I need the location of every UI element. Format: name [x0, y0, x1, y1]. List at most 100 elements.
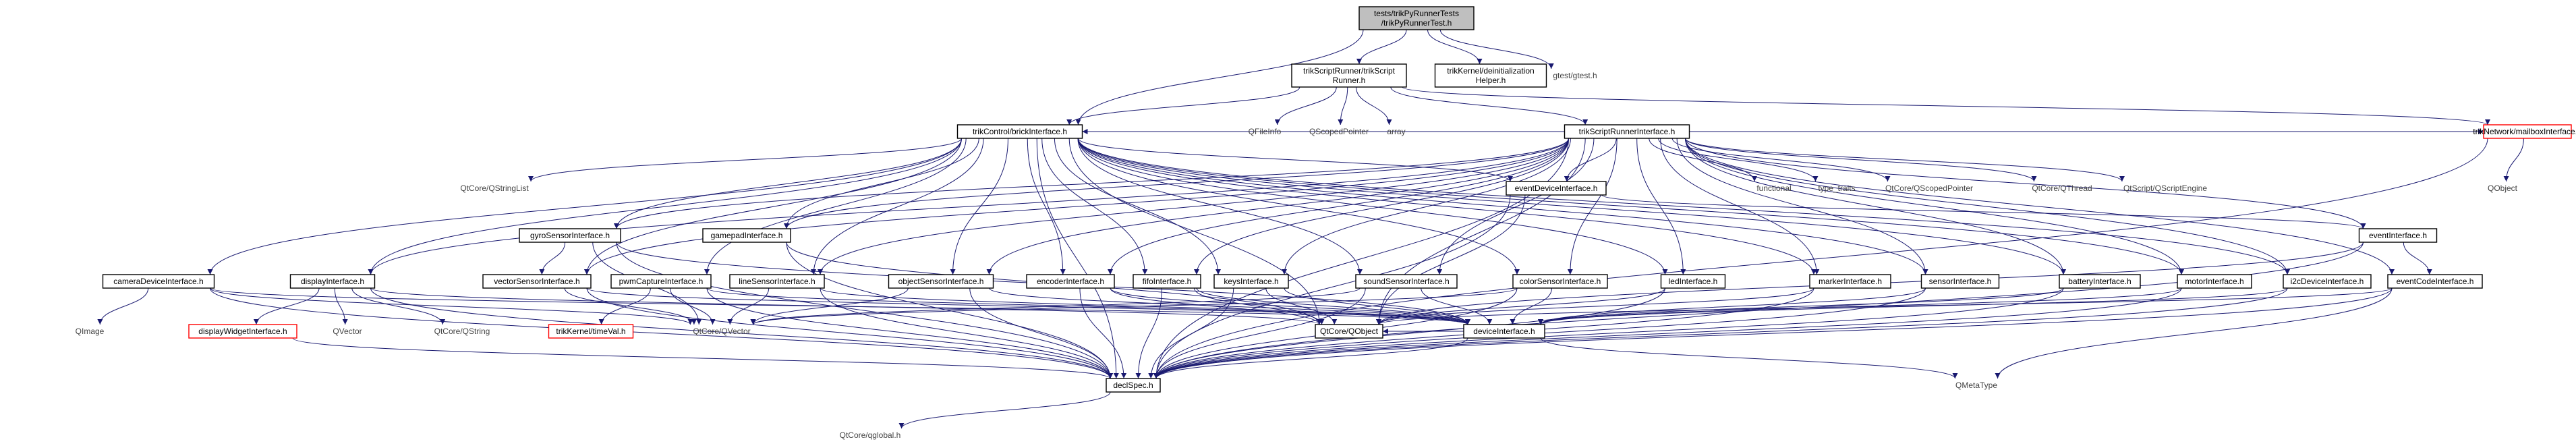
edge-vector-to-declspec [586, 287, 1113, 379]
node-camera[interactable]: cameraDeviceInterface.h [102, 274, 215, 289]
node-device[interactable]: deviceInterface.h [1463, 324, 1545, 339]
edge-brick-to-display [368, 138, 962, 275]
edge-brick-to-linesensor [811, 138, 984, 275]
edge-event-to-eventcode [2403, 242, 2432, 275]
edge-root-to-scriptrunner [1356, 29, 1407, 65]
node-qscopedptr: QScopedPointer [1309, 127, 1369, 136]
edge-scriptrunner-to-qscopedptr [1338, 86, 1348, 125]
node-encoder[interactable]: encoderInterface.h [1026, 274, 1115, 289]
node-fifo-label: fifoInterface.h [1143, 277, 1192, 286]
edge-color-to-qtqvector [750, 287, 1518, 325]
node-timeval[interactable]: trikKernel/timeVal.h [548, 324, 634, 339]
node-mailbox-box [2483, 124, 2572, 139]
edge-brick-to-color [1078, 138, 1520, 275]
edge-brick-to-objectsensor [950, 138, 1008, 275]
node-qtqscoped: QtCore/QScopedPointer [1885, 184, 1973, 193]
edge-brick-to-eventdevice [1078, 138, 1513, 182]
edge-camera-to-qtqvector [210, 287, 693, 325]
node-sound-box [1355, 274, 1458, 289]
node-linesensor[interactable]: lineSensorInterface.h [729, 274, 825, 289]
edge-runnerif-to-qtqobject [1376, 138, 1586, 325]
edge-marker-to-qtqobject [1376, 287, 1814, 325]
node-sensor[interactable]: sensorInterface.h [1920, 274, 2000, 289]
edge-display-to-qstring [351, 287, 446, 325]
node-vector[interactable]: vectorSensorInterface.h [482, 274, 592, 289]
edge-i2c-to-declspec [1153, 287, 2288, 379]
edge-pwmcapture-to-qtqvector [670, 287, 716, 325]
edge-brick-to-i2c [1078, 138, 2290, 275]
edge-pwmcapture-to-device [706, 287, 1470, 325]
node-brick[interactable]: trikControl/brickInterface.h [956, 124, 1083, 139]
edge-eventcode-to-qmetatype [1995, 287, 2393, 379]
node-mailbox[interactable]: trikNetwork/mailboxInterface.h [2473, 124, 2576, 139]
node-scriptrunner-box [1291, 63, 1407, 88]
node-pwmcapture[interactable]: pwmCaptureInterface.h [610, 274, 712, 289]
node-keys-box [1213, 274, 1289, 289]
node-qthread: QtCore/QThread [2032, 184, 2092, 193]
node-runnerif[interactable]: trikScriptRunnerInterface.h [1564, 124, 1690, 139]
node-sound[interactable]: soundSensorInterface.h [1355, 274, 1458, 289]
edge-runnerif-to-keys [1282, 138, 1571, 275]
node-qstring: QtCore/QString [434, 327, 490, 336]
node-qtqobject[interactable]: QtCore/QObject [1315, 324, 1383, 339]
edge-displaywidget-to-declspec [292, 337, 1113, 379]
edge-runnerif-to-fifo [1194, 138, 1569, 275]
edge-runnerif-to-led [1636, 138, 1686, 275]
node-qimage: QImage [76, 327, 105, 336]
node-gamepad[interactable]: gamepadInterface.h [702, 228, 791, 243]
edge-eventcode-to-declspec [1153, 287, 2393, 379]
node-color[interactable]: colorSensorInterface.h [1512, 274, 1608, 289]
edge-brick-to-gyro [614, 138, 962, 229]
node-motor[interactable]: motorInterface.h [2177, 274, 2252, 289]
node-eventcode-box [2387, 274, 2483, 289]
node-root-label: tests/trikPyRunnerTests [1374, 9, 1459, 18]
node-eventcode[interactable]: eventCodeInterface.h [2387, 274, 2483, 289]
node-declspec-box [1106, 378, 1161, 393]
node-event[interactable]: eventInterface.h [2358, 228, 2438, 243]
node-declspec[interactable]: declSpec.h [1106, 378, 1161, 393]
edge-brick-to-pwmcapture [704, 138, 967, 275]
node-displaywidget[interactable]: displayWidgetInterface.h [188, 324, 297, 339]
edge-brick-to-led [1078, 138, 1668, 275]
node-gyro[interactable]: gyroSensorInterface.h [519, 228, 621, 243]
edge-sound-to-qtqvector [750, 287, 1361, 325]
node-qscriptengine-label: QtScript/QScriptEngine [2123, 184, 2207, 193]
node-led[interactable]: ledInterface.h [1660, 274, 1726, 289]
edge-brick-to-fifo [1041, 138, 1148, 275]
edge-brick-to-sensor [1078, 138, 1928, 275]
edge-brick-to-camera [207, 138, 962, 275]
node-motor-box [2177, 274, 2252, 289]
node-fifo[interactable]: fifoInterface.h [1133, 274, 1201, 289]
node-eventdevice[interactable]: eventDeviceInterface.h [1506, 181, 1607, 196]
node-qstringlist-label: QtCore/QStringList [460, 184, 529, 193]
node-qtqscoped-label: QtCore/QScopedPointer [1885, 184, 1973, 193]
node-declspec-label: declSpec.h [1113, 381, 1153, 390]
node-keys[interactable]: keysInterface.h [1213, 274, 1289, 289]
node-objectsensor[interactable]: objectSensorInterface.h [888, 274, 994, 289]
edge-runnerif-to-typetraits [1658, 138, 1819, 182]
edge-encoder-to-declspec [1079, 287, 1127, 379]
edge-runnerif-to-eventcode [1685, 138, 2395, 275]
node-qmetatype-label: QMetaType [1955, 381, 1997, 390]
node-scriptrunner[interactable]: trikScriptRunner/trikScriptRunner.h [1291, 63, 1407, 88]
node-sensor-box [1920, 274, 2000, 289]
node-objectsensor-label: objectSensorInterface.h [898, 277, 984, 286]
node-display[interactable]: displayInterface.h [289, 274, 376, 289]
node-qglobal-label: QtCore/qglobal.h [840, 430, 901, 440]
edge-mailbox-to-qobject [2503, 138, 2524, 182]
node-pwmcapture-label: pwmCaptureInterface.h [619, 277, 704, 286]
node-root[interactable]: tests/trikPyRunnerTests/trikPyRunnerTest… [1358, 6, 1475, 30]
node-battery[interactable]: batteryInterface.h [2059, 274, 2141, 289]
edge-brick-to-battery [1078, 138, 2066, 275]
node-functional-label: functional [1756, 184, 1791, 193]
node-i2c-label: i2cDeviceInterface.h [2291, 277, 2364, 286]
node-marker[interactable]: markerInterface.h [1809, 274, 1891, 289]
node-eventcode-label: eventCodeInterface.h [2397, 277, 2474, 286]
edge-objectsensor-to-declspec [969, 287, 1113, 379]
node-i2c[interactable]: i2cDeviceInterface.h [2283, 274, 2372, 289]
edge-fifo-to-qtqobject [1194, 287, 1325, 325]
edge-gyro-to-declspec [616, 242, 1113, 379]
edge-display-to-qvector [334, 287, 348, 325]
node-root-label: /trikPyRunnerTest.h [1381, 18, 1452, 28]
